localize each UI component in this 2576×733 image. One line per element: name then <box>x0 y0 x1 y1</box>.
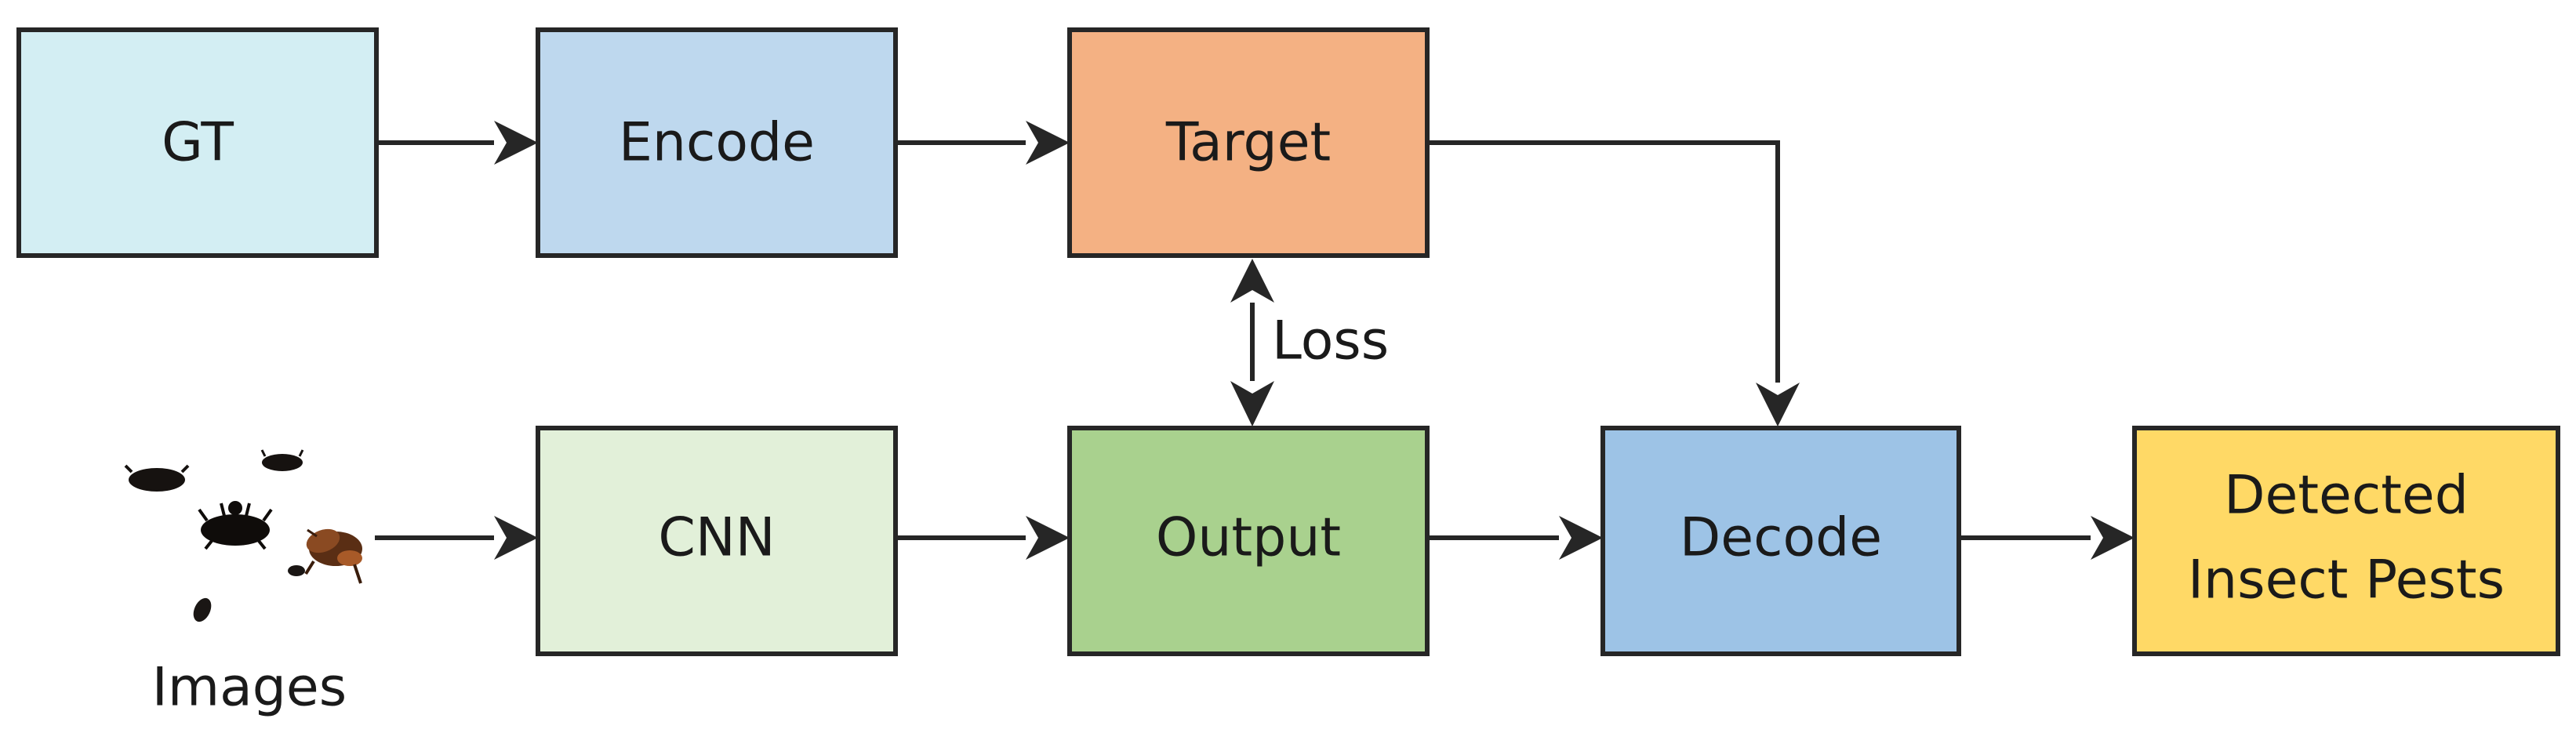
insect-speck-2-icon <box>193 597 212 622</box>
arrowhead-loss-up <box>1230 259 1274 303</box>
arrowhead-decode-top <box>1756 383 1800 426</box>
node-gt-label: GT <box>162 112 234 174</box>
node-detected: Detected Insect Pests <box>2132 426 2560 656</box>
node-gt: GT <box>16 27 379 258</box>
insect-fly-icon <box>304 528 362 584</box>
insect-speck-1-icon <box>288 565 305 576</box>
node-decode-label: Decode <box>1680 507 1882 569</box>
insect-beetle-1-icon <box>124 464 190 492</box>
insect-beetle-2-icon <box>260 449 304 471</box>
arrowhead-loss-down <box>1230 381 1274 426</box>
arrowhead-target <box>1026 121 1070 165</box>
node-target-box <box>1067 27 1430 258</box>
node-gt-box <box>16 27 379 258</box>
node-encode-label: Encode <box>619 112 815 174</box>
images-label: Images <box>152 657 347 719</box>
node-target-label: Target <box>1165 112 1331 174</box>
node-encode: Encode <box>536 27 898 258</box>
insect-images <box>124 449 362 622</box>
arrowhead-decode-left <box>1559 516 1603 560</box>
node-encode-box <box>536 27 898 258</box>
arrowhead-detected <box>2091 516 2135 560</box>
loss-label: Loss <box>1272 310 1389 372</box>
arrowhead-encode <box>494 121 538 165</box>
node-output: Output <box>1067 426 1430 656</box>
insect-beetle-3-icon <box>198 501 273 550</box>
edge-target-decode <box>1427 140 1780 383</box>
arrowhead-cnn <box>494 516 538 560</box>
node-output-label: Output <box>1156 507 1341 569</box>
node-detected-label-line1: Detected <box>2224 465 2469 527</box>
node-target: Target <box>1067 27 1430 258</box>
connectors <box>375 121 2135 560</box>
node-decode-box <box>1600 426 1961 656</box>
node-decode: Decode <box>1600 426 1961 656</box>
node-cnn: CNN <box>536 426 898 656</box>
node-output-box <box>1067 426 1430 656</box>
node-cnn-label: CNN <box>658 507 775 569</box>
arrowhead-output <box>1026 516 1070 560</box>
node-detected-box <box>2132 426 2560 656</box>
node-cnn-box <box>536 426 898 656</box>
node-detected-label-line2: Insect Pests <box>2188 550 2505 611</box>
